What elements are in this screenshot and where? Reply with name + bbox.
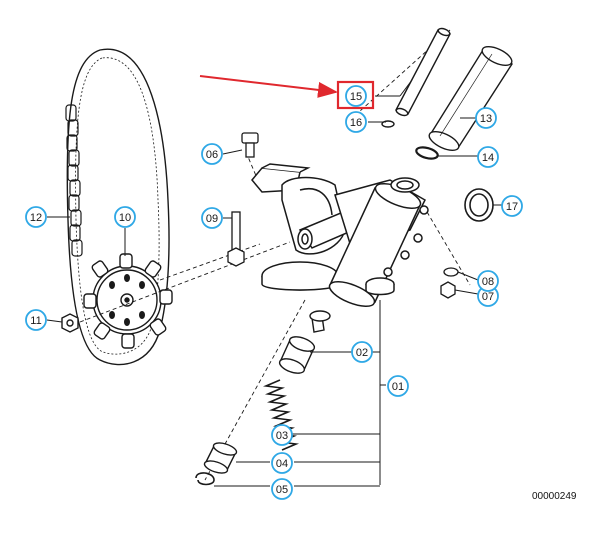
callout-label: 17 [506,201,518,213]
oil-pump-body-illustration [251,163,429,308]
callout-label: 13 [480,113,492,125]
sprocket-illustration [83,253,173,349]
callout-08: 08 [477,270,499,292]
callout-circle [271,452,293,474]
callout-circle [201,143,223,165]
clip-05-illustration [195,472,215,486]
callout-label: 08 [482,276,494,288]
callout-label: 14 [482,152,494,164]
callout-circle [345,111,367,133]
seal-ring-14-illustration [415,146,439,160]
callout-01: 01 [387,375,409,397]
nut-illustration [61,313,79,333]
callout-label: 16 [350,117,362,129]
sleeve-13-illustration [428,46,514,151]
highlight-box [336,80,375,110]
highlight-annotation [199,75,375,110]
callout-02: 02 [351,341,373,363]
callout-circle [114,206,136,228]
bolt-06-illustration [241,132,259,158]
callout-label: 15 [350,91,362,103]
callout-circle [387,375,409,397]
callout-label: 11 [30,315,41,327]
callout-circle [271,478,293,500]
callout-circle [271,424,293,446]
callout-circle [501,195,523,217]
leader-lines [46,79,502,487]
o-ring-16-illustration [381,120,395,128]
callout-09: 09 [201,207,223,229]
callout-label: 03 [276,430,288,442]
callout-04: 04 [271,452,293,474]
callout-06: 06 [201,143,223,165]
callout-circle [201,207,223,229]
callout-14: 14 [477,146,499,168]
callout-17: 17 [501,195,523,217]
washers-07-08-illustration [440,267,459,299]
callout-label: 01 [392,381,404,393]
drawing-reference-code: 00000249 [532,491,577,502]
callout-16: 16 [345,111,367,133]
callout-label: 07 [482,291,494,303]
highlight-arrow [199,75,338,98]
callout-label: 02 [356,347,368,359]
chain-illustration [65,48,170,366]
callout-12: 12 [25,206,47,228]
callout-label: 05 [276,484,288,496]
callout-circle [345,85,367,107]
callout-bubbles: 01 02 03 04 05 06 07 08 09 10 11 12 13 14 15 16 17 [25,85,523,500]
callout-label: 04 [276,458,288,470]
callout-circle [25,206,47,228]
callout-circle [25,309,47,331]
piston-02-illustration [278,310,331,374]
sleeve-04-illustration [203,442,238,474]
tube-15-illustration [394,27,452,117]
callout-15: 15 [345,85,367,107]
callout-circle [477,270,499,292]
callout-circle [351,341,373,363]
callout-label: 09 [206,213,218,225]
callout-13: 13 [475,107,497,129]
callout-05: 05 [271,478,293,500]
callout-11: 11 [25,309,47,331]
callout-label: 10 [119,212,131,224]
callout-circle [477,146,499,168]
callout-03: 03 [271,424,293,446]
bolt-09-illustration [227,211,245,267]
callout-10: 10 [114,206,136,228]
callout-label: 06 [206,149,218,161]
callout-label: 12 [30,212,42,224]
ring-17-illustration [464,188,494,222]
callout-circle [475,107,497,129]
